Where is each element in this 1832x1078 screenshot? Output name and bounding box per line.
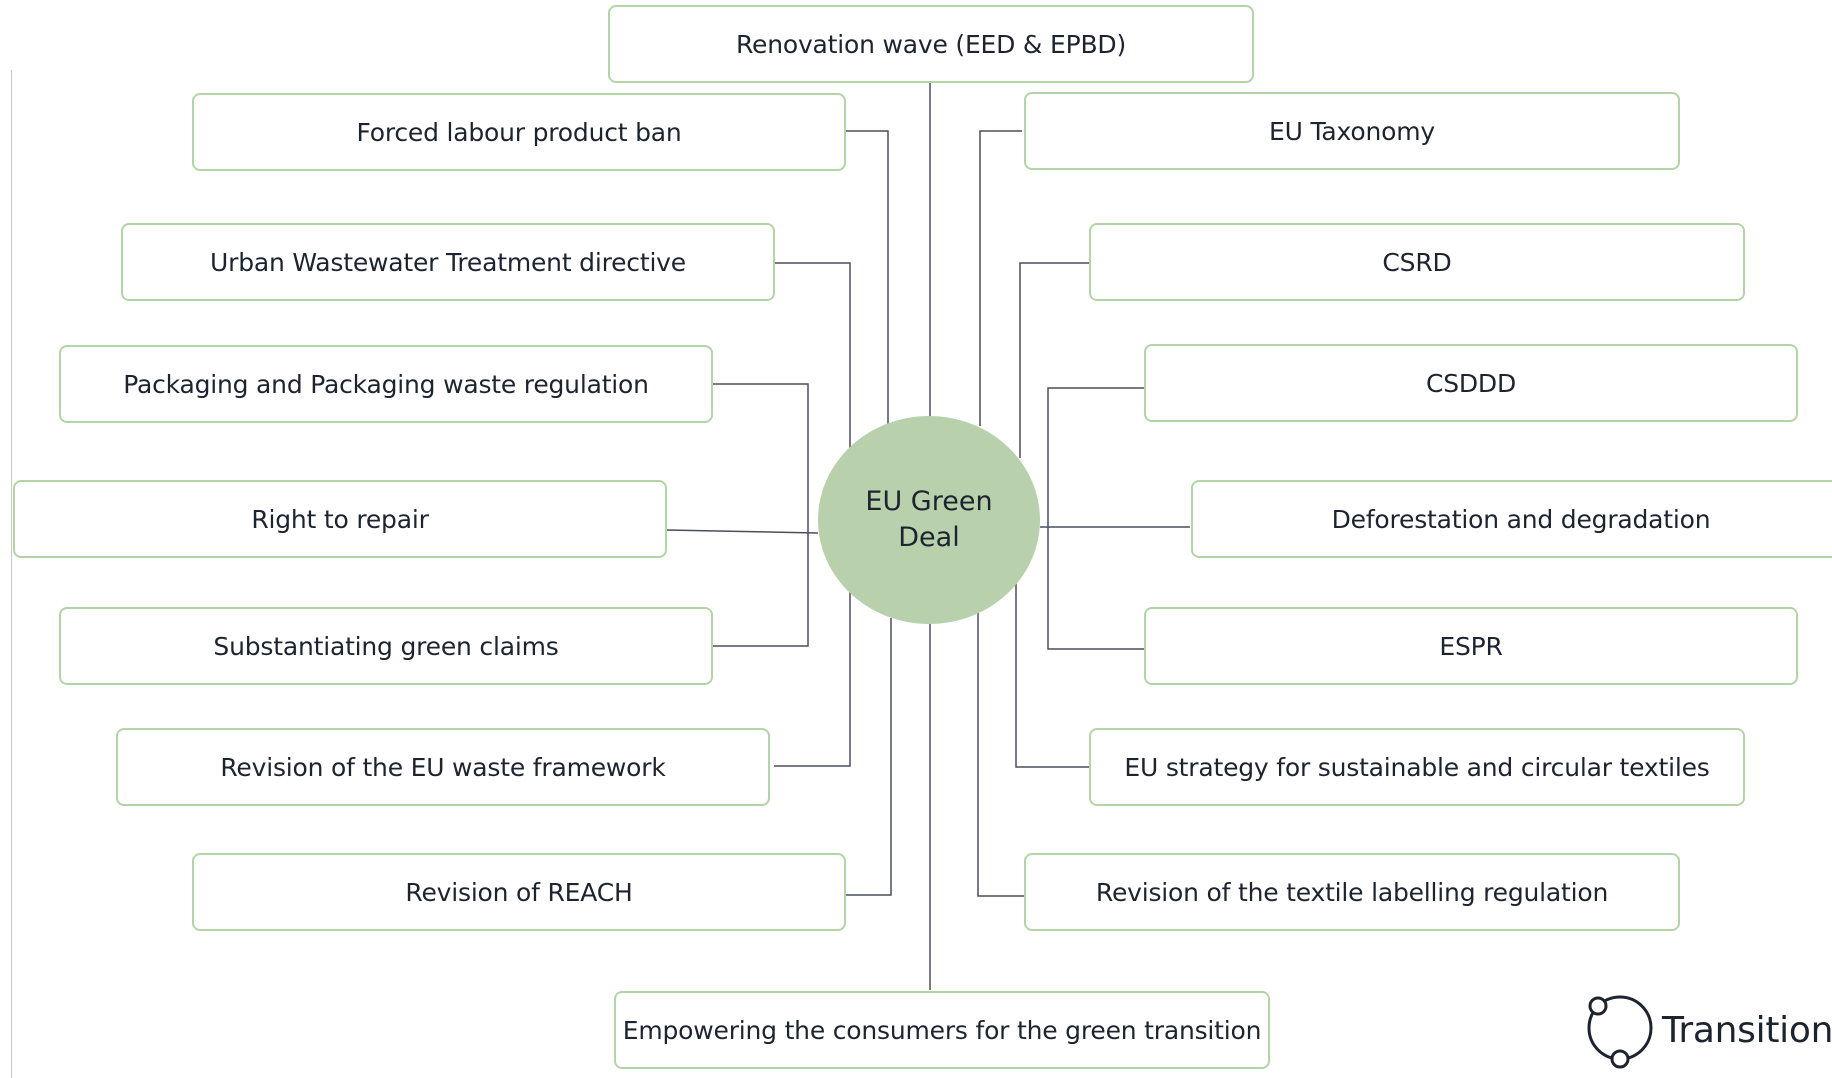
node-left-3: Packaging and Packaging waste regulation xyxy=(59,345,713,423)
connector-right-7 xyxy=(977,612,1024,897)
node-left-7: Revision of REACH xyxy=(192,853,846,931)
node-right-7: Revision of the textile labelling regula… xyxy=(1024,853,1680,931)
node-right-2: CSRD xyxy=(1089,223,1745,301)
connector-left-3 xyxy=(712,383,809,647)
connector-right-6 xyxy=(1015,580,1094,768)
node-right-6: EU strategy for sustainable and circular… xyxy=(1089,728,1745,806)
node-bottom: Empowering the consumers for the green t… xyxy=(614,991,1270,1069)
logo-wordmark: Transition xyxy=(1662,1010,1832,1051)
node-right-3: CSDDD xyxy=(1144,344,1798,422)
transition-logo-icon xyxy=(1587,995,1653,1069)
connector-right-2 xyxy=(1019,262,1094,458)
node-left-6: Revision of the EU waste framework xyxy=(116,728,770,806)
node-right-1: EU Taxonomy xyxy=(1024,92,1680,170)
hub-node: EU Green Deal xyxy=(818,416,1040,624)
connector-right-3 xyxy=(1047,387,1144,650)
connector-left-1 xyxy=(846,130,889,425)
connector-left-7 xyxy=(846,618,892,896)
node-right-4: Deforestation and degradation xyxy=(1191,480,1832,558)
node-right-5: ESPR xyxy=(1144,607,1798,685)
node-left-1: Forced labour product ban xyxy=(192,93,846,171)
node-top: Renovation wave (EED & EPBD) xyxy=(608,5,1254,83)
hub-label-line1: EU Green xyxy=(865,486,993,517)
transition-logo: Transition xyxy=(1582,990,1832,1070)
hub-label-line2: Deal xyxy=(898,522,960,553)
connector-right-1 xyxy=(979,130,1022,426)
left-edge-rule xyxy=(11,70,12,1078)
node-left-5: Substantiating green claims xyxy=(59,607,713,685)
node-left-2: Urban Wastewater Treatment directive xyxy=(121,223,775,301)
node-left-4: Right to repair xyxy=(13,480,667,558)
connector-left-4 xyxy=(665,529,819,534)
